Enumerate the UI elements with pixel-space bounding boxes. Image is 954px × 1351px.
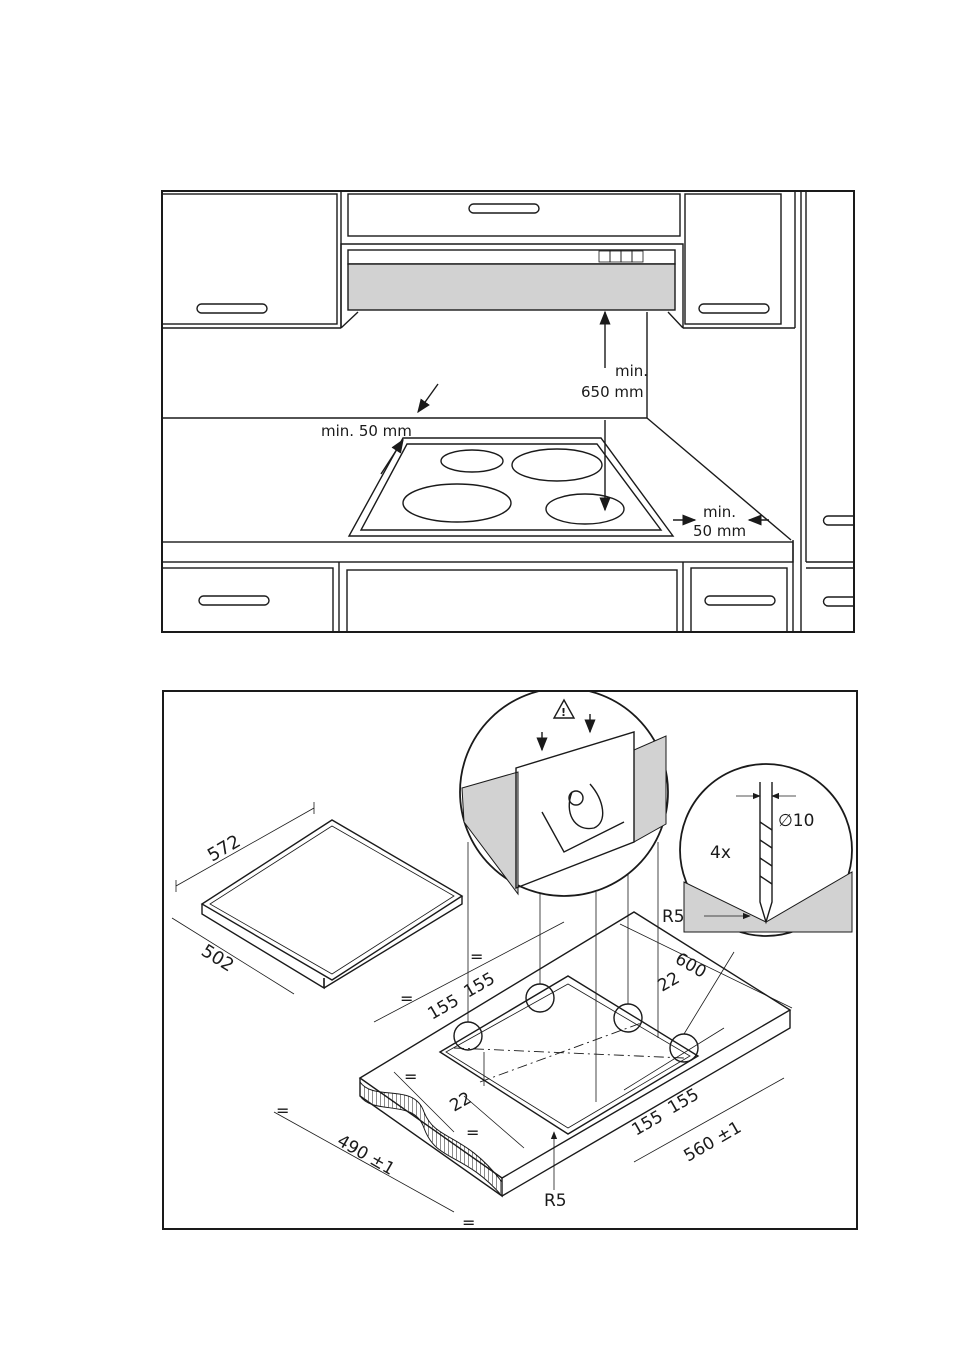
screw-detail-circle	[680, 764, 852, 936]
equal-mark: =	[276, 1101, 289, 1120]
cooktop	[349, 438, 673, 536]
cabinet-handle	[469, 204, 539, 213]
base-cabinets	[163, 562, 787, 633]
cabinet-handle	[705, 596, 775, 605]
cooking-zone	[512, 449, 602, 481]
clearance-back-label: min. 50 mm	[321, 422, 412, 440]
upper-left-cabinet	[163, 192, 341, 328]
cabinet-handle	[199, 596, 269, 605]
warning-symbol: !	[561, 706, 566, 719]
cutout-width-label: 490 ±1	[334, 1131, 398, 1180]
worktop-cutout	[440, 976, 698, 1134]
cutout-illustration: 572 502	[164, 692, 858, 1230]
cabinet-handle	[699, 304, 769, 313]
dimension-lines	[274, 922, 792, 1212]
equal-mark: =	[466, 1123, 479, 1142]
screw-count-label: 4x	[710, 843, 731, 863]
bracket-spacing-3: 155	[629, 1107, 667, 1141]
equal-mark: =	[400, 989, 413, 1008]
clearance-top-label-2: 650 mm	[581, 383, 644, 401]
edge-offset-2: 22	[447, 1088, 476, 1116]
radius-bottom-label: R5	[544, 1191, 567, 1211]
screw-diameter-label: ∅10	[778, 811, 814, 831]
bracket-spacing-4: 155	[665, 1085, 703, 1119]
hob-depth-label: 572	[204, 831, 244, 866]
fixing-brackets	[454, 984, 698, 1062]
tall-cabinet	[801, 192, 855, 633]
cutout-dimension-diagram: 572 502	[162, 690, 858, 1230]
cooker-hood	[341, 244, 683, 328]
equal-mark: =	[404, 1067, 417, 1086]
cutout-length-label: 560 ±1	[681, 1118, 745, 1167]
upper-right-cabinet	[683, 192, 795, 328]
cooking-zone	[441, 450, 503, 472]
edge-offset-1: 22	[655, 968, 684, 996]
worktop-slab	[360, 912, 790, 1196]
bracket-detail-circle: !	[460, 692, 668, 896]
cabinet-handle	[197, 304, 267, 313]
clearance-side-label-2: 50 mm	[693, 522, 746, 540]
upper-middle-cabinet	[348, 194, 680, 236]
kitchen-illustration: min. 650 mm min. 50 mm min. 50 mm	[163, 192, 855, 633]
equal-mark: =	[470, 947, 483, 966]
arrow-back-clearance	[418, 384, 438, 412]
radius-top-label: R5	[662, 907, 685, 927]
clearance-top-label-1: min.	[615, 362, 648, 380]
cooking-zone	[546, 494, 624, 524]
hob-width-label: 502	[197, 940, 237, 976]
installation-clearance-diagram: min. 650 mm min. 50 mm min. 50 mm	[161, 190, 855, 633]
equal-mark: =	[462, 1213, 475, 1230]
clearance-side-label-1: min.	[703, 503, 736, 521]
cooking-zone	[403, 484, 511, 522]
